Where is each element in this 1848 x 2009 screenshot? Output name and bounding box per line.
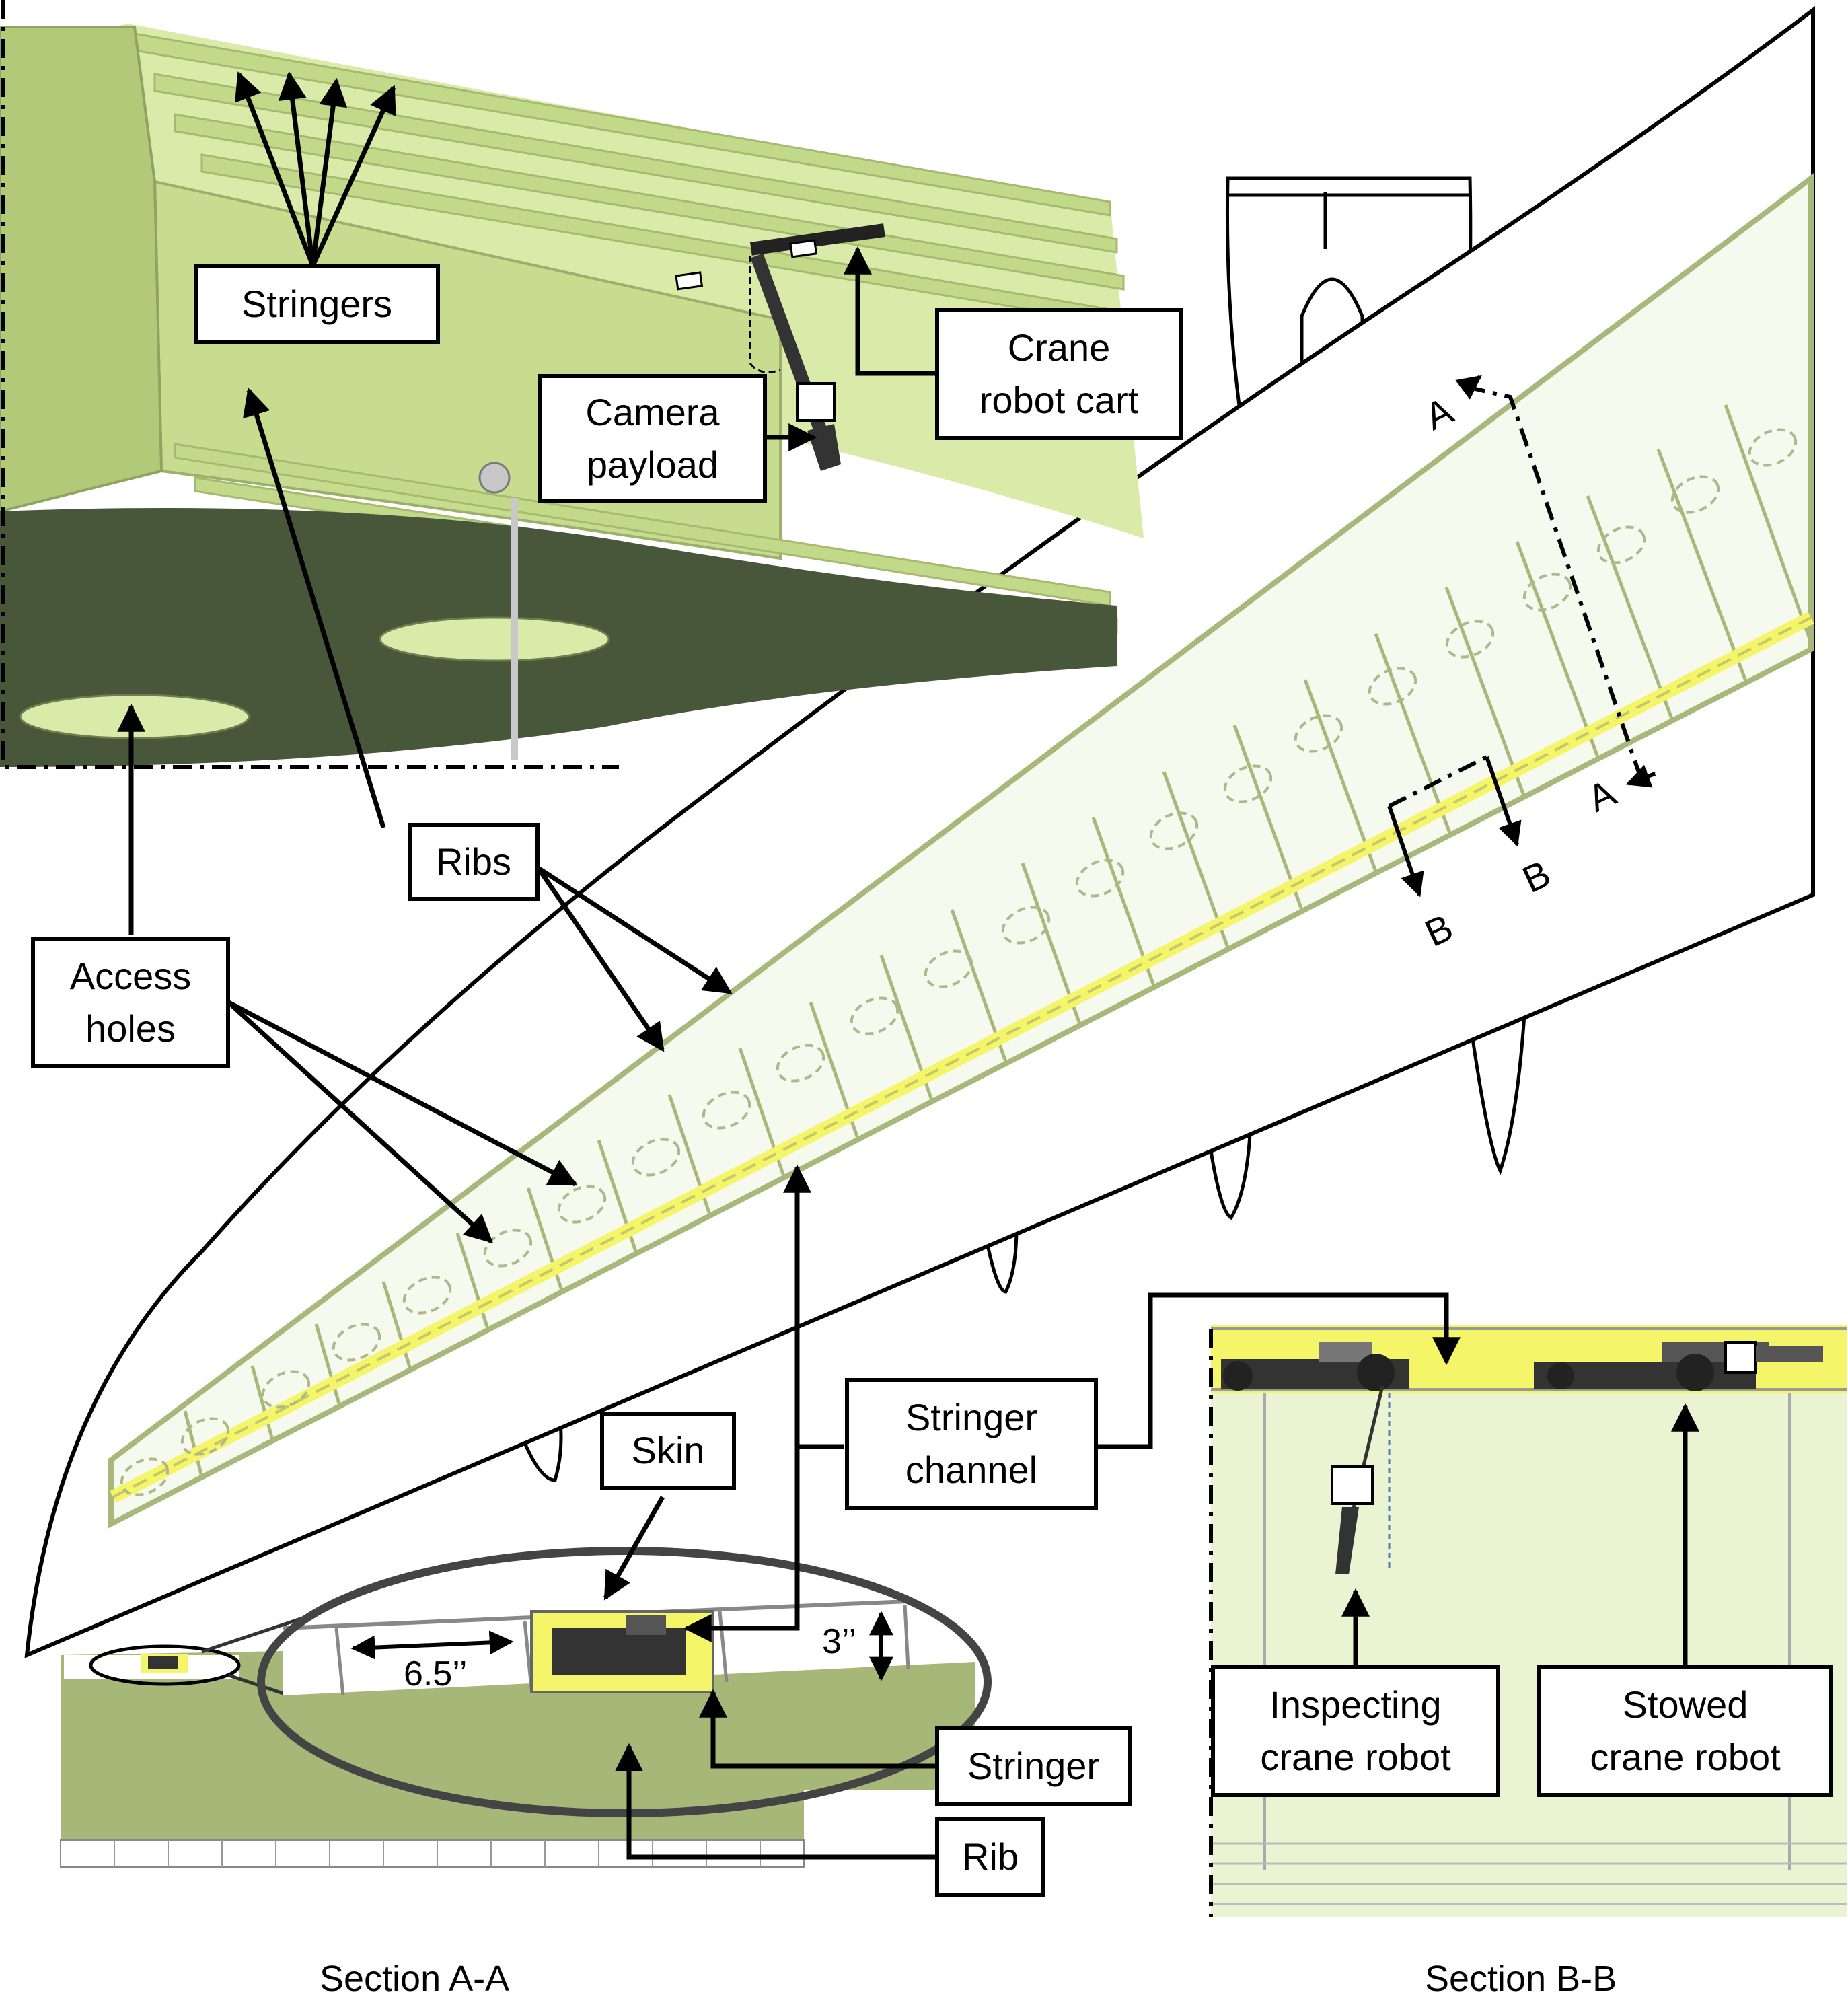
section-aa-caption: Section A-A: [320, 1959, 510, 1999]
stringer-channel-label: Stringer channel: [845, 1378, 1098, 1510]
magnified-callout-ring: [257, 1547, 992, 1817]
inspecting-crane-robot-label: Inspecting crane robot: [1211, 1665, 1500, 1797]
section-bb-skin-layers: [1211, 1842, 1847, 1905]
access-hole: [19, 694, 250, 739]
stowed-crane-robot-label: Stowed crane robot: [1537, 1665, 1833, 1797]
upper-stringers: [133, 32, 1132, 328]
stringer-label: Stringer: [935, 1726, 1132, 1806]
access-holes-label: Access holes: [31, 937, 230, 1068]
dimension-width: 6.5’’: [404, 1654, 468, 1693]
camera-payload-label: Camera payload: [538, 374, 767, 503]
crane-robot-cart-label: Crane robot cart: [935, 308, 1183, 440]
wing-box: [108, 172, 1814, 1529]
probe-head: [478, 462, 511, 494]
section-cut-a: [1466, 385, 1656, 776]
section-aa-view: [60, 1547, 992, 1868]
magnified-section: [257, 1547, 992, 1817]
section-bb-caption: Section B-B: [1425, 1959, 1617, 1999]
rib-label: Rib: [935, 1817, 1045, 1897]
section-aa-bottom-ribs: [114, 1840, 761, 1867]
stringer-channel-line: [110, 612, 1814, 1503]
dimension-height: 3’’: [822, 1622, 857, 1661]
small-callout-ring: [89, 1644, 241, 1686]
wing-planform: [24, 5, 1815, 1658]
stringers-label: Stringers: [194, 264, 440, 344]
section-bb-view: [1209, 1325, 1847, 1917]
rib-lines: [183, 404, 1813, 1477]
leader-arrows: [117, 71, 1699, 1860]
access-hole: [379, 616, 610, 662]
skin-label: Skin: [600, 1412, 736, 1490]
section-cut-b: [1388, 755, 1488, 808]
ribs-label: Ribs: [408, 823, 540, 901]
access-hole-ovals: [120, 428, 1798, 1496]
cutaway-view: [0, 0, 1144, 769]
